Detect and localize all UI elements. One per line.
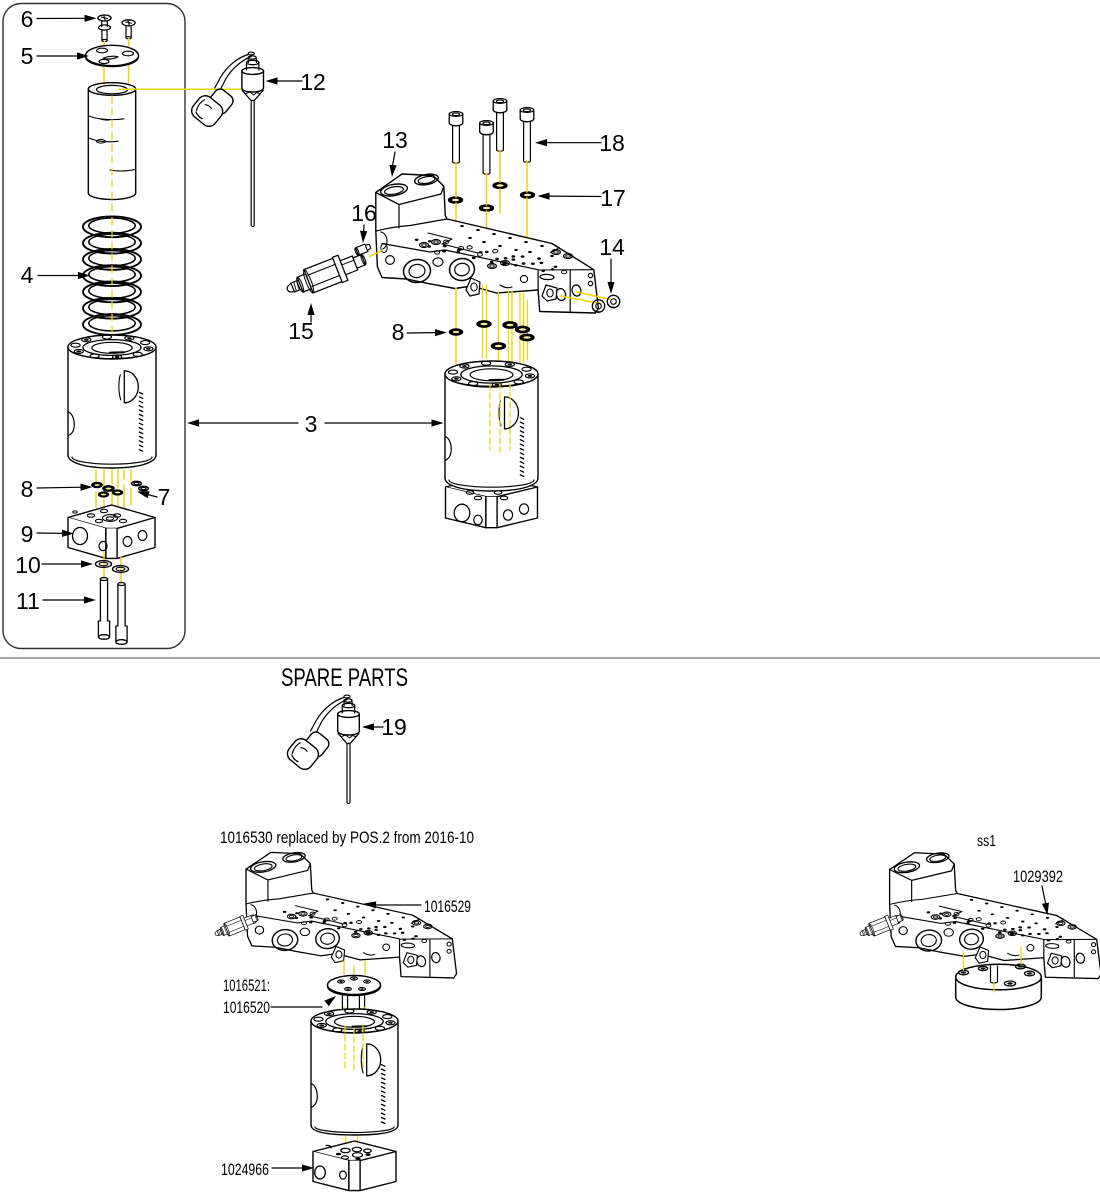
svg-text:1016529: 1016529: [424, 897, 471, 916]
svg-text:13: 13: [382, 127, 408, 153]
svg-text:4: 4: [21, 262, 34, 288]
svg-text:1024966: 1024966: [221, 1160, 269, 1179]
svg-text:18: 18: [599, 130, 625, 156]
svg-text:11: 11: [16, 588, 40, 614]
svg-text:12: 12: [300, 69, 326, 95]
svg-text:9: 9: [21, 521, 34, 547]
svg-text:10: 10: [15, 552, 41, 578]
svg-text:SPARE PARTS: SPARE PARTS: [281, 664, 408, 692]
svg-text:ss1: ss1: [977, 833, 996, 850]
svg-text:8: 8: [392, 319, 405, 345]
svg-text:1016520: 1016520: [223, 998, 270, 1017]
svg-text:1016530 replaced by POS.2 from: 1016530 replaced by POS.2 from 2016-10: [220, 828, 474, 847]
svg-text:19: 19: [381, 714, 407, 740]
svg-text:1029392: 1029392: [1013, 867, 1063, 886]
svg-text:8: 8: [21, 476, 34, 502]
svg-text:14: 14: [599, 234, 625, 260]
svg-text:7: 7: [158, 484, 171, 510]
svg-text:16: 16: [351, 200, 377, 226]
svg-text:1016521:: 1016521:: [223, 976, 270, 995]
svg-text:5: 5: [21, 43, 34, 69]
svg-text:3: 3: [305, 411, 318, 437]
svg-text:15: 15: [288, 318, 314, 344]
svg-text:6: 6: [21, 6, 34, 32]
svg-text:17: 17: [600, 185, 626, 211]
